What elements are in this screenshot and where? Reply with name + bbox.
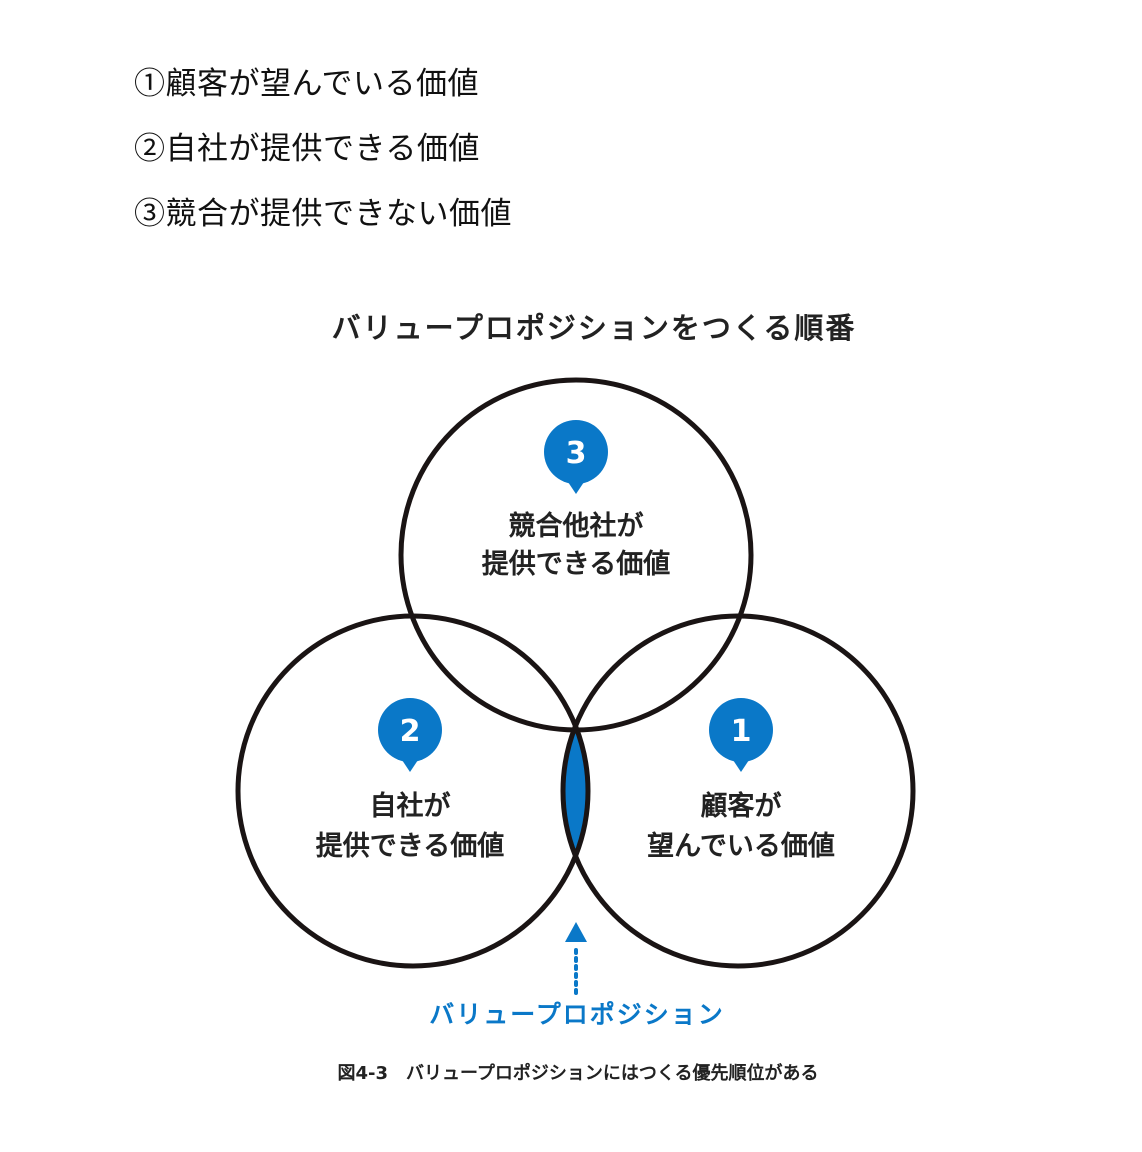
circle-company — [235, 613, 591, 969]
circle-company-label-2: 提供できる価値 — [316, 831, 504, 862]
list-item-company-value: ②自社が提供できる価値 — [134, 131, 480, 167]
badge-1-number: 1 — [731, 714, 752, 749]
figure-caption: 図4-3 バリュープロポジションにはつくる優先順位がある — [337, 1062, 818, 1084]
badge-3: 3 — [544, 420, 608, 494]
badge-3-number: 3 — [566, 436, 587, 471]
circle-customer-label-1: 顧客が — [701, 790, 782, 822]
circle-competitor-label-2: 提供できる価値 — [482, 549, 670, 580]
badge-2-number: 2 — [400, 714, 421, 749]
pointer-label: バリュープロポジション — [429, 1000, 725, 1029]
circle-customer-label-2: 望んでいる価値 — [647, 831, 835, 862]
pointer-arrow — [565, 922, 587, 995]
list-item-customer-value: ①顧客が望んでいる価値 — [134, 66, 479, 102]
list-item-competitor-value: ③競合が提供できない価値 — [134, 196, 512, 232]
badge-1: 1 — [709, 698, 773, 772]
circle-competitor-label-1: 競合他社が — [509, 510, 644, 542]
circle-customer — [560, 613, 916, 969]
badge-2: 2 — [378, 698, 442, 772]
value-list: ①顧客が望んでいる価値 ②自社が提供できる価値 ③競合が提供できない価値 — [134, 62, 512, 257]
circle-company-label-1: 自社が — [370, 790, 451, 822]
diagram-title: バリュープロポジションをつくる順番 — [332, 311, 857, 345]
